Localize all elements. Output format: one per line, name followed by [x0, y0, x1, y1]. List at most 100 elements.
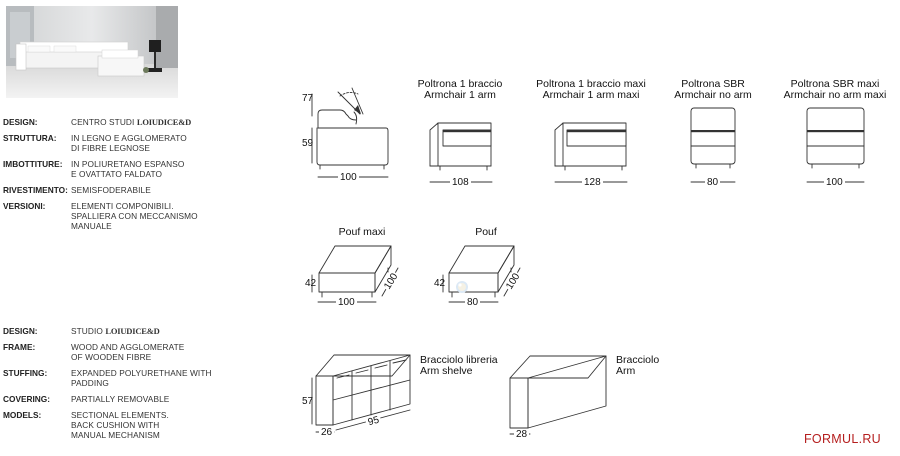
designer-logo: LOIUDICE&D — [136, 117, 192, 127]
spec-value-line: EXPANDED POLYURETHANE WITH PADDING — [71, 368, 212, 388]
spec-value: CENTRO STUDI LOIUDICE&D — [71, 117, 251, 127]
spec-value: SEMISFODERABILE — [71, 185, 251, 195]
dim-arm-width: 28 — [514, 429, 530, 440]
sofa-photo-image — [6, 6, 178, 98]
dim-side-depth: 100 — [338, 172, 359, 183]
pouf-maxi-drawing — [311, 245, 399, 303]
spec-value: PARTIALLY REMOVABLE — [71, 394, 251, 404]
dim-side-height-seat: 59 — [302, 138, 314, 149]
spec-label: MODELS: — [3, 410, 42, 420]
title-en: Arm — [616, 365, 636, 377]
product-photo — [6, 6, 178, 98]
spec-label: DESIGN: — [3, 117, 38, 127]
dim-armchair-no-arm-maxi-width: 100 — [824, 177, 845, 188]
dim-armchair-no-arm-width: 80 — [705, 177, 721, 188]
spec-value: EXPANDED POLYURETHANE WITH PADDING — [71, 368, 251, 388]
title-it: Poltrona 1 braccio maxi — [536, 78, 646, 90]
dim-pouf-maxi-width: 100 — [336, 297, 357, 308]
spec-value-line: MANUAL MECHANISM — [71, 430, 160, 440]
title-en: Arm shelve — [420, 365, 473, 377]
spec-label: FRAME: — [3, 342, 36, 352]
spec-table-italian: DESIGN: CENTRO STUDI LOIUDICE&D STRUTTURA:… — [3, 117, 251, 237]
title-arm: Bracciolo Arm — [616, 355, 686, 377]
brand-watermark[interactable]: FORMUL.RU — [804, 432, 882, 446]
spec-value-line: IN POLIURETANO ESPANSO — [71, 159, 185, 169]
spec-row: DESIGN: CENTRO STUDI LOIUDICE&D — [3, 117, 251, 127]
title-it: Poltrona SBR maxi — [790, 78, 880, 90]
spec-value-line: ELEMENTI COMPONIBILI. — [71, 201, 174, 211]
armchair-1-arm-drawing — [429, 122, 493, 183]
spec-value-line: BACK CUSHION WITH — [71, 420, 160, 430]
spec-value-line: OF WOODEN FIBRE — [71, 352, 152, 362]
dim-pouf-maxi-height: 42 — [305, 278, 317, 289]
armchair-no-arm-drawing — [690, 107, 736, 183]
dim-armchair-1-arm-width: 108 — [450, 177, 471, 188]
spec-value-line: SPALLIERA CON MECCANISMO — [71, 211, 198, 221]
spec-label: VERSIONI: — [3, 201, 46, 211]
title-pouf: Pouf — [466, 227, 506, 238]
spec-value: ELEMENTI COMPONIBILI.SPALLIERA CON MECCA… — [71, 201, 251, 231]
spec-row: DESIGN: STUDIO LOIUDICE&D — [3, 326, 251, 336]
spec-row: MODELS: SECTIONAL ELEMENTS.BACK CUSHION W… — [3, 410, 251, 440]
pouf-drawing — [442, 245, 521, 303]
arm-drawing — [509, 355, 607, 435]
arm-shelve-drawing — [311, 354, 411, 433]
spec-label: COVERING: — [3, 394, 51, 404]
spec-value-line: STUDIO — [71, 326, 103, 336]
spec-value-line: MANUALE — [71, 221, 112, 231]
dim-pouf-width: 80 — [465, 297, 481, 308]
armchair-1-arm-maxi-drawing — [554, 122, 628, 183]
title-pouf-maxi: Pouf maxi — [332, 227, 392, 238]
pouf-logo-mark — [456, 281, 468, 293]
spec-label: RIVESTIMENTO: — [3, 185, 68, 195]
armchair-no-arm-maxi-drawing — [806, 107, 865, 183]
spec-value-line: DI FIBRE LEGNOSE — [71, 143, 151, 153]
dim-shelve-width: 26 — [319, 427, 335, 438]
spec-value-line: SECTIONAL ELEMENTS. — [71, 410, 169, 420]
title-it: Bracciolo — [616, 354, 660, 366]
dim-shelve-height: 57 — [302, 396, 314, 407]
dim-pouf-height: 42 — [434, 278, 446, 289]
spec-value-line: CENTRO STUDI — [71, 117, 135, 127]
spec-value-line: SEMISFODERABILE — [71, 185, 151, 195]
title-it: Pouf maxi — [338, 226, 386, 238]
title-armchair-1-arm-maxi: Poltrona 1 braccio maxi Armchair 1 arm m… — [527, 79, 655, 101]
spec-row: STUFFING: EXPANDED POLYURETHANE WITH PADD… — [3, 368, 251, 388]
spec-label: STUFFING: — [3, 368, 48, 378]
spec-row: COVERING: PARTIALLY REMOVABLE — [3, 394, 251, 404]
title-armchair-no-arm: Poltrona SBR Armchair no arm — [668, 79, 758, 101]
spec-row: RIVESTIMENTO:SEMISFODERABILE — [3, 185, 251, 195]
side-view-drawing — [311, 87, 389, 178]
dim-armchair-1-arm-maxi-width: 128 — [582, 177, 603, 188]
title-en: Armchair no arm maxi — [783, 89, 887, 101]
title-en: Armchair 1 arm — [424, 89, 496, 101]
spec-table-english: DESIGN: STUDIO LOIUDICE&D FRAME: WOOD AND A… — [3, 326, 251, 446]
spec-row: VERSIONI: ELEMENTI COMPONIBILI.SPALLIERA … — [3, 201, 251, 231]
title-it: Bracciolo libreria — [420, 354, 498, 366]
spec-value: STUDIO LOIUDICE&D — [71, 326, 251, 336]
title-it: Pouf — [475, 226, 497, 238]
spec-value-line: WOOD AND AGGLOMERATE — [71, 342, 185, 352]
spec-label: STRUTTURA: — [3, 133, 57, 143]
dim-side-height-back: 77 — [302, 93, 314, 104]
spec-value-line: E OVATTATO FALDATO — [71, 169, 163, 179]
designer-logo: LOIUDICE&D — [105, 326, 160, 336]
title-en: Armchair no arm — [674, 89, 752, 101]
title-armchair-1-arm: Poltrona 1 braccio Armchair 1 arm — [410, 79, 510, 101]
title-en: Armchair 1 arm maxi — [542, 89, 640, 101]
spec-label: IMBOTTITURE: — [3, 159, 63, 169]
title-arm-shelve: Bracciolo libreria Arm shelve — [420, 355, 520, 377]
title-it: Poltrona SBR — [681, 78, 745, 90]
spec-value-line: IN LEGNO E AGGLOMERATO — [71, 133, 187, 143]
spec-value-line: PARTIALLY REMOVABLE — [71, 394, 170, 404]
spec-label: DESIGN: — [3, 326, 38, 336]
title-it: Poltrona 1 braccio — [417, 78, 503, 90]
